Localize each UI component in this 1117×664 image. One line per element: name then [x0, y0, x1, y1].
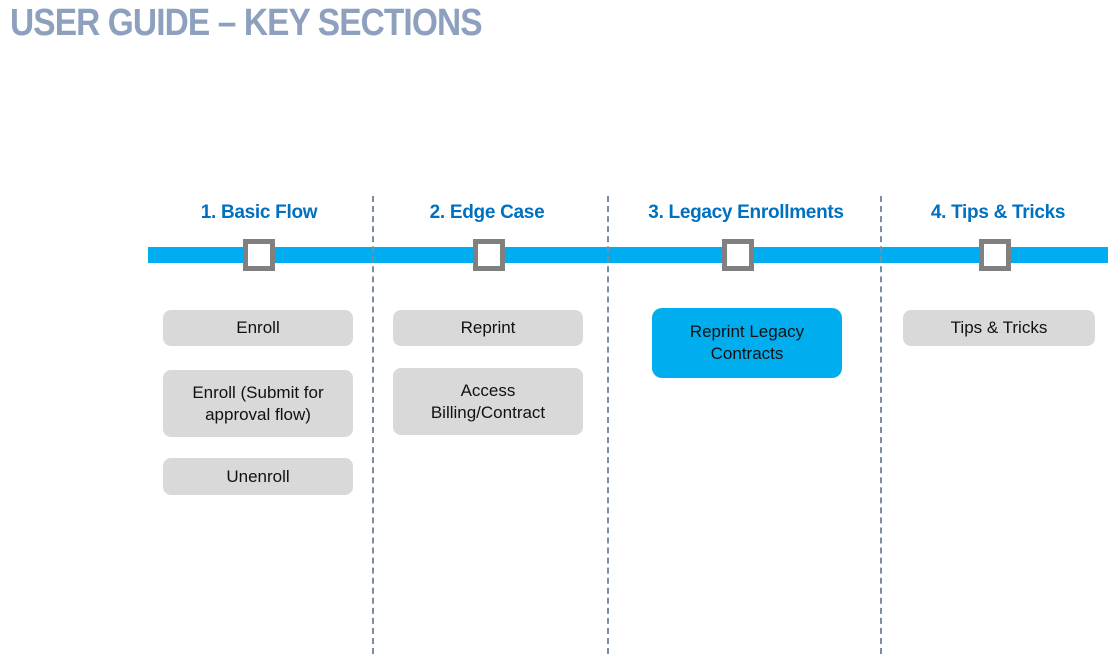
box-enroll: Enroll	[163, 310, 353, 346]
timeline-marker-4	[979, 239, 1011, 271]
box-enroll-submit-approval: Enroll (Submit for approval flow)	[163, 370, 353, 437]
section-title-legacy-enrollments: 3. Legacy Enrollments	[648, 202, 844, 223]
section-title-basic-flow: 1. Basic Flow	[200, 202, 318, 223]
box-reprint-legacy-contracts-label: Reprint Legacy Contracts	[689, 322, 805, 363]
box-unenroll: Unenroll	[163, 458, 353, 495]
box-tips-tricks: Tips & Tricks	[903, 310, 1095, 346]
box-access-billing-contract: Access Billing/Contract	[393, 368, 583, 435]
box-enroll-submit-approval-label: Enroll (Submit for approval flow)	[192, 382, 324, 424]
box-access-billing-contract-label: Access Billing/Contract	[430, 380, 546, 422]
box-tips-tricks-label: Tips & Tricks	[950, 318, 1048, 337]
section-divider-3	[880, 196, 882, 654]
section-title-tips-tricks: 4. Tips & Tricks	[930, 202, 1066, 223]
section-divider-2	[607, 196, 609, 654]
box-enroll-label: Enroll	[236, 318, 280, 337]
section-title-edge-case: 2. Edge Case	[429, 202, 545, 223]
timeline-bar	[148, 247, 1108, 263]
box-reprint-legacy-contracts: Reprint Legacy Contracts	[652, 308, 842, 378]
timeline-marker-2	[473, 239, 505, 271]
box-reprint-label: Reprint	[460, 318, 516, 337]
box-unenroll-label: Unenroll	[226, 466, 290, 486]
timeline-marker-1	[243, 239, 275, 271]
box-reprint: Reprint	[393, 310, 583, 346]
timeline-marker-3	[722, 239, 754, 271]
section-divider-1	[372, 196, 374, 654]
page-title: USER GUIDE – KEY SECTIONS	[10, 2, 483, 44]
